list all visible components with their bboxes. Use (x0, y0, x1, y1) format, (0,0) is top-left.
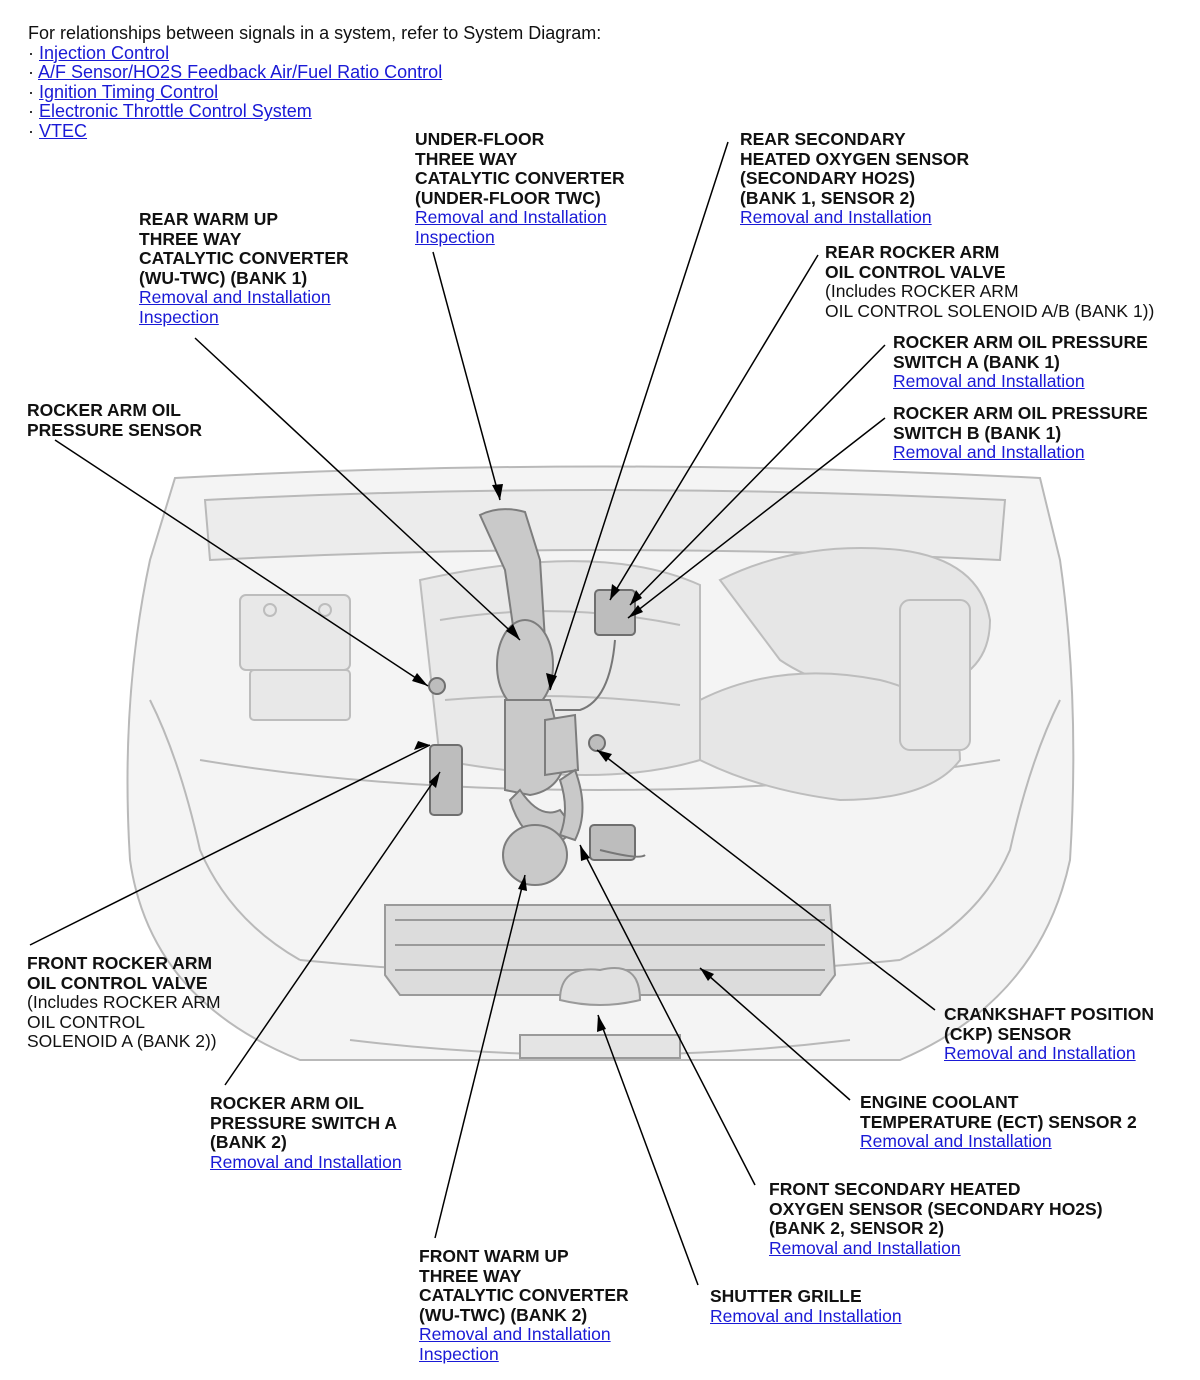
leader-shutter-grille (597, 1014, 699, 1286)
air-intake (699, 547, 992, 802)
callout-front-secondary-ho2s: FRONT SECONDARY HEATED OXYGEN SENSOR (SE… (769, 1179, 1103, 1258)
valve-assemblies (428, 589, 636, 861)
leader-rocker-switch-b-b1 (627, 417, 886, 619)
callout-shutter-grille: SHUTTER GRILLE Removal and Installation (710, 1286, 902, 1326)
front-secondary-ho2s-removal-link[interactable]: Removal and Installation (769, 1237, 961, 1258)
leader-lines (29, 141, 936, 1286)
rocker-switch-b-bank1-removal-link[interactable]: Removal and Installation (893, 442, 1085, 463)
callout-ect-sensor-2: ENGINE COOLANT TEMPERATURE (ECT) SENSOR … (860, 1092, 1137, 1152)
leader-rocker-switch-a-b2 (224, 771, 441, 1086)
callout-rear-wu-twc: REAR WARM UP THREE WAY CATALYTIC CONVERT… (139, 209, 349, 327)
link-ignition-timing-control[interactable]: Ignition Timing Control (39, 81, 219, 102)
leader-rear-wu-twc (194, 337, 521, 641)
callout-underfloor-twc: UNDER-FLOOR THREE WAY CATALYTIC CONVERTE… (415, 129, 625, 247)
leader-rear-rocker-valve (609, 254, 819, 601)
callout-rear-rocker-valve: REAR ROCKER ARM OIL CONTROL VALVE (Inclu… (825, 242, 1155, 321)
wiring-harness (555, 639, 646, 858)
callout-ckp-sensor: CRANKSHAFT POSITION (CKP) SENSOR Removal… (944, 1004, 1154, 1064)
leader-ckp-sensor (596, 749, 936, 1011)
callout-rocker-oil-pressure-sensor: ROCKER ARM OIL PRESSURE SENSOR (27, 400, 203, 440)
arrowheads (412, 484, 714, 1032)
leader-front-secondary-ho2s (579, 844, 756, 1186)
link-electronic-throttle-control[interactable]: Electronic Throttle Control System (39, 101, 312, 122)
rear-wu-twc-inspection-link[interactable]: Inspection (139, 306, 219, 327)
front-wu-twc-inspection-link[interactable]: Inspection (419, 1343, 499, 1364)
callout-rocker-switch-a-bank2: ROCKER ARM OIL PRESSURE SWITCH A (BANK 2… (210, 1093, 402, 1172)
rocker-switch-a-bank2-removal-link[interactable]: Removal and Installation (210, 1151, 402, 1172)
link-vtec[interactable]: VTEC (39, 120, 88, 141)
ect-sensor-2-removal-link[interactable]: Removal and Installation (860, 1131, 1052, 1152)
underfloor-twc-removal-link[interactable]: Removal and Installation (415, 207, 607, 228)
callout-rear-secondary-ho2s: REAR SECONDARY HEATED OXYGEN SENSOR (SEC… (740, 129, 970, 228)
rear-wu-twc-removal-link[interactable]: Removal and Installation (139, 287, 331, 308)
front-wu-twc-removal-link[interactable]: Removal and Installation (419, 1324, 611, 1345)
rocker-switch-a-bank1-removal-link[interactable]: Removal and Installation (893, 371, 1085, 392)
callout-rocker-switch-b-bank1: ROCKER ARM OIL PRESSURE SWITCH B (BANK 1… (893, 403, 1148, 463)
system-diagram-reference: For relationships between signals in a s… (28, 23, 602, 141)
leader-rocker-switch-a-b1 (629, 344, 886, 606)
link-af-sensor-feedback[interactable]: A/F Sensor/HO2S Feedback Air/Fuel Ratio … (38, 62, 443, 83)
callout-rocker-switch-a-bank1: ROCKER ARM OIL PRESSURE SWITCH A (BANK 1… (893, 332, 1148, 392)
link-injection-control[interactable]: Injection Control (39, 42, 170, 63)
leader-underfloor-twc (432, 251, 501, 501)
exhaust-assembly (478, 508, 584, 886)
shutter-grille-removal-link[interactable]: Removal and Installation (710, 1305, 902, 1326)
battery (239, 594, 351, 721)
underfloor-twc-inspection-link[interactable]: Inspection (415, 226, 495, 247)
leader-front-wu-twc (434, 874, 526, 1239)
leader-front-rocker-valve (29, 744, 431, 946)
ckp-sensor-removal-link[interactable]: Removal and Installation (944, 1043, 1136, 1064)
intro-heading: For relationships between signals in a s… (28, 23, 602, 43)
leader-rocker-oil-pressure-sensor (54, 439, 429, 687)
callout-front-wu-twc: FRONT WARM UP THREE WAY CATALYTIC CONVER… (419, 1246, 629, 1364)
leader-ect-sensor-2 (699, 967, 851, 1101)
shutter-grille-part (384, 904, 837, 1059)
rear-secondary-ho2s-removal-link[interactable]: Removal and Installation (740, 207, 932, 228)
leader-rear-secondary-ho2s (549, 141, 729, 691)
callout-front-rocker-valve: FRONT ROCKER ARM OIL CONTROL VALVE (Incl… (27, 953, 221, 1052)
